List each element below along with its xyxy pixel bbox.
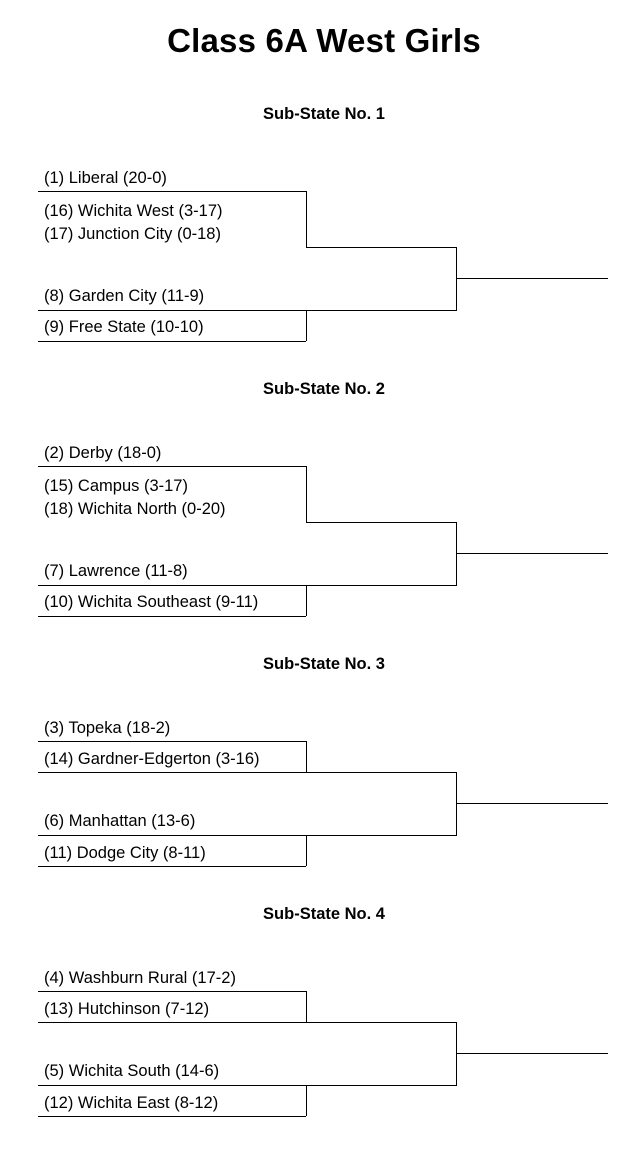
team-slot: (16) Wichita West (3-17) <box>44 202 223 220</box>
team-slot: (8) Garden City (11-9) <box>44 287 205 305</box>
bracket-line <box>38 585 457 586</box>
team-slot: (9) Free State (10-10) <box>44 318 204 336</box>
bracket-line <box>456 1053 608 1054</box>
bracket-line <box>38 191 306 192</box>
bracket-line <box>456 278 608 279</box>
bracket-line <box>306 247 456 248</box>
bracket-line <box>38 835 457 836</box>
bracket-line <box>306 835 307 866</box>
bracket-line <box>306 991 307 1022</box>
substate-3: Sub-State No. 3 (3) Topeka (18-2) (14) G… <box>0 655 640 905</box>
bracket-line <box>38 310 457 311</box>
substate-4: Sub-State No. 4 (4) Washburn Rural (17-2… <box>0 905 640 1155</box>
bracket-line <box>38 1116 306 1117</box>
page-title: Class 6A West Girls <box>167 22 481 59</box>
bracket-line <box>38 466 306 467</box>
team-slot: (5) Wichita South (14-6) <box>44 1062 220 1080</box>
bracket-line <box>306 310 307 341</box>
bracket-line <box>306 191 307 247</box>
bracket-line <box>456 553 608 554</box>
bracket-line <box>38 1085 457 1086</box>
bracket-line <box>38 341 306 342</box>
bracket-line <box>456 803 608 804</box>
team-slot: (13) Hutchinson (7-12) <box>44 1000 210 1018</box>
bracket-line <box>38 616 306 617</box>
team-slot: (15) Campus (3-17) <box>44 477 188 495</box>
bracket-line <box>38 772 456 773</box>
team-slot: (4) Washburn Rural (17-2) <box>44 969 236 987</box>
bracket-line <box>306 585 307 616</box>
bracket-line <box>38 866 306 867</box>
team-slot: (11) Dodge City (8-11) <box>44 844 206 862</box>
bracket-line <box>38 741 306 742</box>
substate-title: Sub-State No. 4 <box>263 905 385 923</box>
substate-title: Sub-State No. 1 <box>263 105 385 123</box>
team-slot: (12) Wichita East (8-12) <box>44 1094 219 1112</box>
team-slot: (3) Topeka (18-2) <box>44 719 171 737</box>
bracket-line <box>306 466 307 522</box>
bracket-line <box>38 1022 456 1023</box>
team-slot: (7) Lawrence (11-8) <box>44 562 188 580</box>
team-slot: (1) Liberal (20-0) <box>44 169 167 187</box>
substate-title: Sub-State No. 2 <box>263 380 385 398</box>
team-slot: (6) Manhattan (13-6) <box>44 812 196 830</box>
bracket-line <box>306 522 456 523</box>
team-slot: (17) Junction City (0-18) <box>44 225 221 243</box>
bracket-line <box>306 741 307 772</box>
bracket-line <box>306 1085 307 1116</box>
team-slot: (14) Gardner-Edgerton (3-16) <box>44 750 260 768</box>
team-slot: (2) Derby (18-0) <box>44 444 162 462</box>
substate-2: Sub-State No. 2 (2) Derby (18-0) (15) Ca… <box>0 380 640 630</box>
team-slot: (10) Wichita Southeast (9-11) <box>44 593 259 611</box>
substate-title: Sub-State No. 3 <box>263 655 385 673</box>
bracket-line <box>38 991 306 992</box>
substate-1: Sub-State No. 1 (1) Liberal (20-0) (16) … <box>0 105 640 355</box>
team-slot: (18) Wichita North (0-20) <box>44 500 226 518</box>
